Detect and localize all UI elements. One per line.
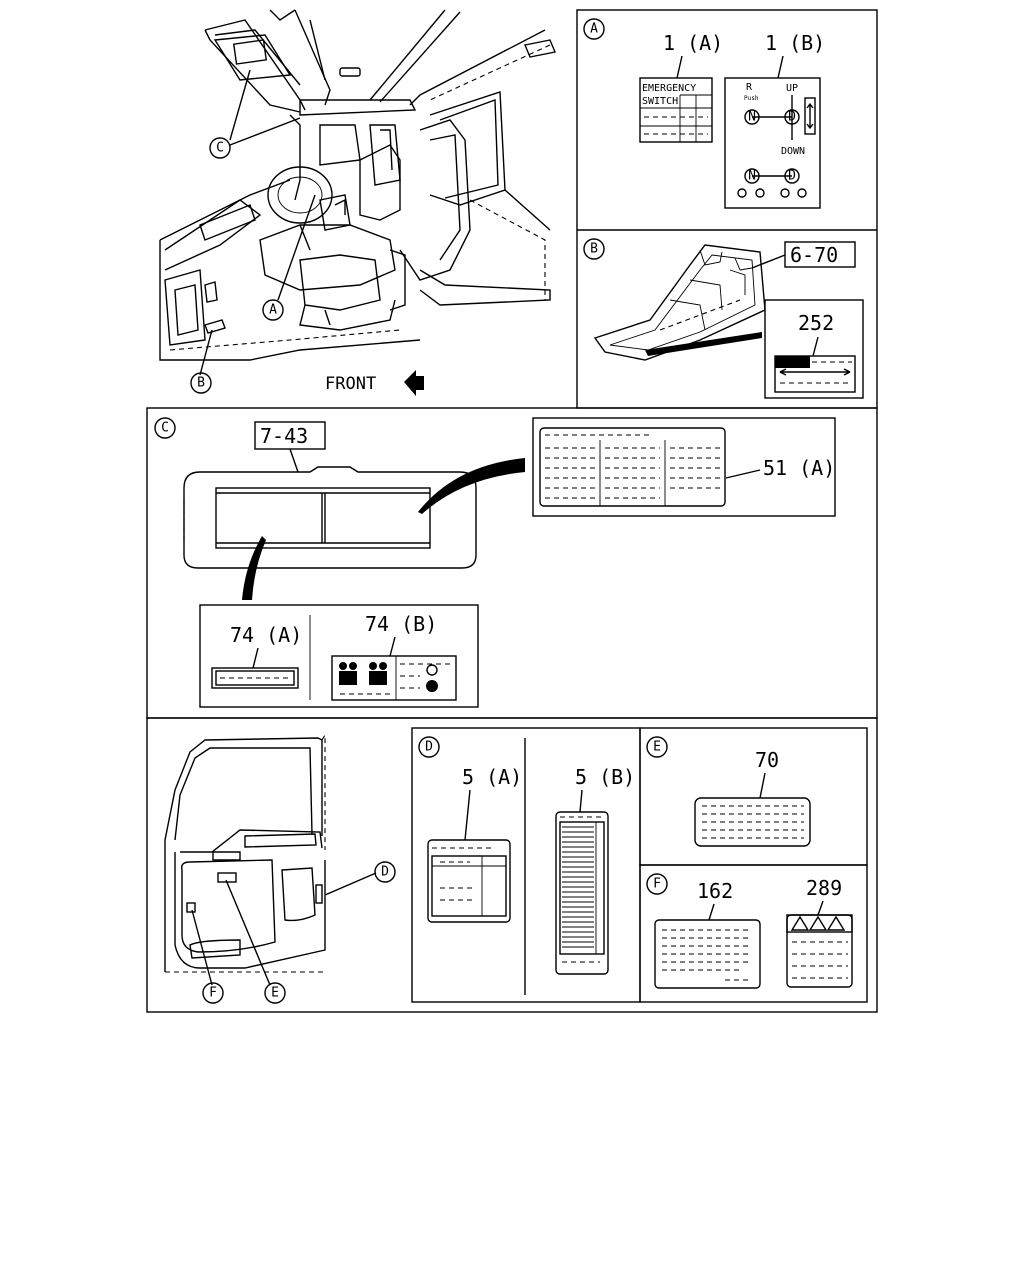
panel-e: E 70 <box>639 727 868 866</box>
part-5a-label: 5 (A) <box>462 765 522 789</box>
callout-c: C <box>209 137 231 159</box>
svg-text:E: E <box>653 740 661 755</box>
svg-text:F: F <box>653 877 661 892</box>
panel-a: A 1 (A) 1 (B) EMERGENCY SWITCH R Push UP… <box>583 18 825 209</box>
svg-text:D: D <box>425 740 433 755</box>
svg-text:A: A <box>269 303 277 318</box>
label-70-text-lines <box>702 805 804 839</box>
panel-c: C 7-43 <box>154 417 836 708</box>
label-5b-text-lines <box>562 826 594 948</box>
part-74a-label: 74 (A) <box>230 623 302 647</box>
part-743-label: 7-43 <box>260 424 308 448</box>
svg-text:SWITCH: SWITCH <box>642 96 678 107</box>
part-5b-label: 5 (B) <box>575 765 635 789</box>
cab-interior-illustration <box>159 9 556 396</box>
door-illustration <box>164 733 377 986</box>
front-arrow-icon <box>404 370 424 396</box>
svg-text:C: C <box>161 421 169 436</box>
front-label: FRONT <box>325 374 376 394</box>
svg-text:B: B <box>197 376 205 391</box>
svg-text:B: B <box>590 242 598 257</box>
panel-d: D 5 (A) 5 (B) <box>411 727 641 1003</box>
warning-icon <box>790 915 846 931</box>
part-1a-label: 1 (A) <box>663 31 723 55</box>
frame <box>146 9 878 1013</box>
callout-b: B <box>190 372 212 394</box>
callout-e: E <box>264 982 286 1004</box>
svg-text:D: D <box>788 169 796 184</box>
part-51a-label: 51 (A) <box>763 456 835 480</box>
part-670-label: 6-70 <box>790 243 838 267</box>
svg-text:R: R <box>746 82 753 93</box>
part-162-label: 162 <box>697 879 733 903</box>
part-70-label: 70 <box>755 748 779 772</box>
svg-text:DOWN: DOWN <box>781 146 805 157</box>
part-74b-label: 74 (B) <box>365 612 437 636</box>
part-1b-label: 1 (B) <box>765 31 825 55</box>
svg-text:N: N <box>748 110 756 125</box>
svg-text:N: N <box>748 169 756 184</box>
part-289-label: 289 <box>806 876 842 900</box>
svg-text:Push: Push <box>744 95 759 102</box>
callout-a: A <box>262 299 284 321</box>
svg-text:A: A <box>590 22 598 37</box>
svg-text:E: E <box>271 986 279 1001</box>
svg-text:F: F <box>209 986 217 1001</box>
callout-f: F <box>202 982 224 1004</box>
label-51a-text-lines <box>545 447 720 499</box>
seat-belt-icon <box>339 662 387 685</box>
panel-b: B 6-70 252 <box>583 238 864 399</box>
gear-icon <box>737 188 807 198</box>
svg-text:C: C <box>216 141 224 156</box>
part-252-label: 252 <box>798 311 834 335</box>
svg-text:EMERGENCY: EMERGENCY <box>642 83 696 94</box>
callout-d: D <box>374 861 396 883</box>
svg-text:UP: UP <box>786 83 798 94</box>
panel-f: F 162 289 <box>639 864 868 1003</box>
svg-text:D: D <box>788 110 796 125</box>
label-162-text-lines <box>662 929 752 981</box>
svg-text:D: D <box>381 865 389 880</box>
